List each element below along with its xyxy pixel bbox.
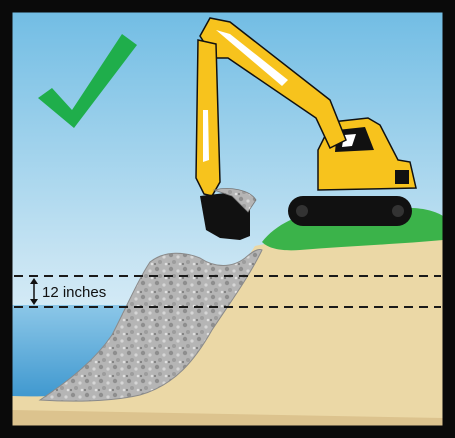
measurement-label: 12 inches xyxy=(42,284,106,301)
